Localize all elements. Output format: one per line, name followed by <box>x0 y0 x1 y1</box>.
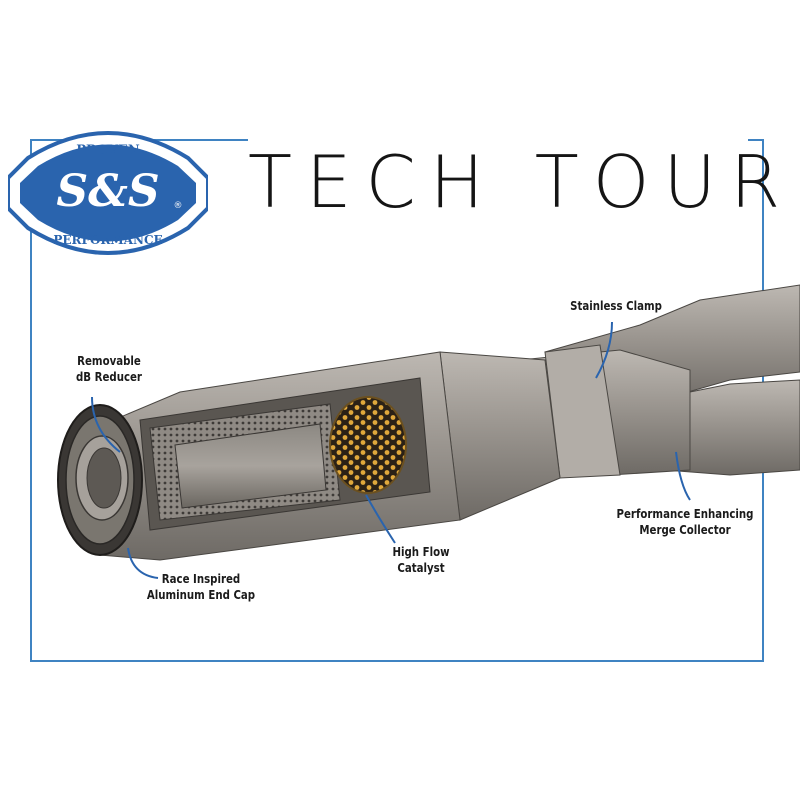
callout-line-stainless-clamp <box>595 321 613 379</box>
logo-main-text: S&S <box>56 166 159 217</box>
brand-logo: PROVEN S&S ® PERFORMANCE <box>8 131 208 255</box>
callout-db-reducer: Removable dB Reducer <box>76 354 142 384</box>
logo-registered-mark: ® <box>174 201 183 211</box>
callout-catalyst: High Flow Catalyst <box>392 545 450 575</box>
callout-end-cap: Race Inspired Aluminum End Cap <box>146 572 256 602</box>
callout-merge-collector: Performance Enhancing Merge Collector <box>616 507 754 537</box>
inner-tube <box>174 423 327 509</box>
callout-line-db-reducer <box>91 396 121 453</box>
catalyst-honeycomb <box>329 396 407 494</box>
callout-line-end-cap <box>127 547 159 579</box>
logo-top-text: PROVEN <box>76 143 140 158</box>
page-title: TECH TOUR <box>248 132 780 232</box>
callout-line-merge-collector <box>675 451 691 501</box>
muffler-cone <box>439 351 561 521</box>
logo-bottom-text: PERFORMANCE <box>53 233 162 247</box>
callout-line-catalyst <box>365 494 396 544</box>
callout-stainless-clamp: Stainless Clamp <box>570 299 662 313</box>
